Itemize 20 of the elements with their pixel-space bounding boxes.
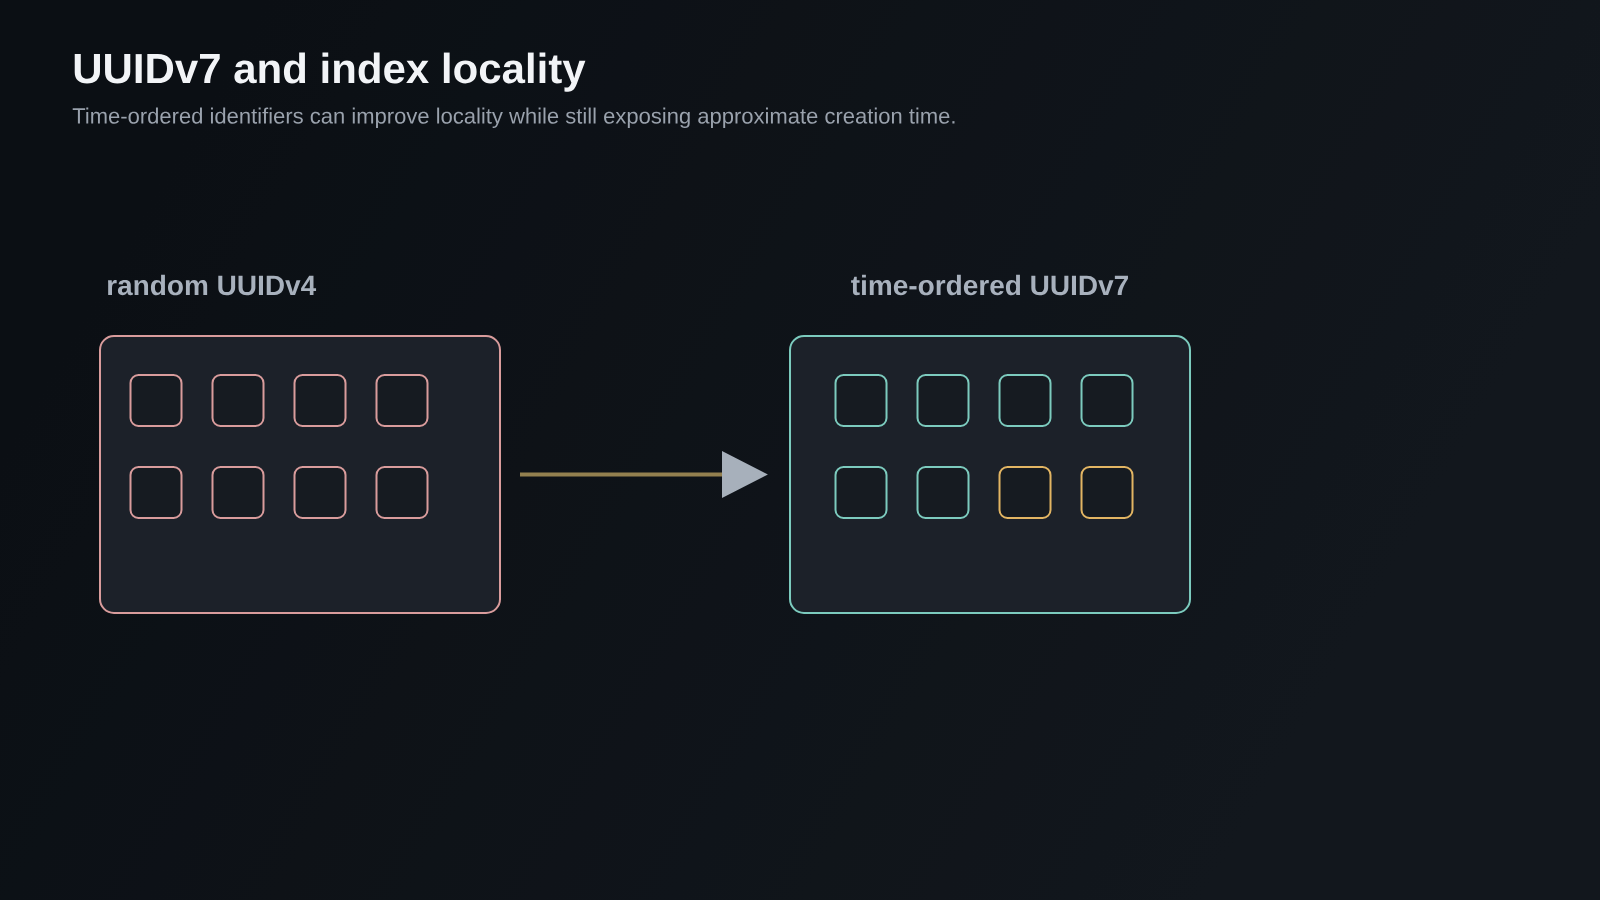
panel-heading: random UUIDv4 xyxy=(108,274,317,296)
entry-box xyxy=(916,466,970,519)
entry-box xyxy=(129,466,183,519)
entry-box xyxy=(998,466,1052,519)
entry-box xyxy=(375,466,429,519)
entry-box xyxy=(375,374,429,427)
entry-box xyxy=(834,466,888,519)
entry-box xyxy=(1080,466,1134,519)
panel-heading: time-ordered UUIDv7 xyxy=(851,274,1128,296)
entry-box xyxy=(916,374,970,427)
entry-box xyxy=(834,374,888,427)
entry-box xyxy=(998,374,1052,427)
entry-box xyxy=(211,466,265,519)
entry-box xyxy=(293,374,347,427)
entry-box xyxy=(1080,374,1134,427)
entry-box xyxy=(129,374,183,427)
entry-box xyxy=(293,466,347,519)
subtitle: Time-ordered identifiers can improve locality while still exposing approximate creation time. xyxy=(72,107,955,129)
entry-box xyxy=(211,374,265,427)
title: UUIDv7 and index locality xyxy=(74,52,586,92)
